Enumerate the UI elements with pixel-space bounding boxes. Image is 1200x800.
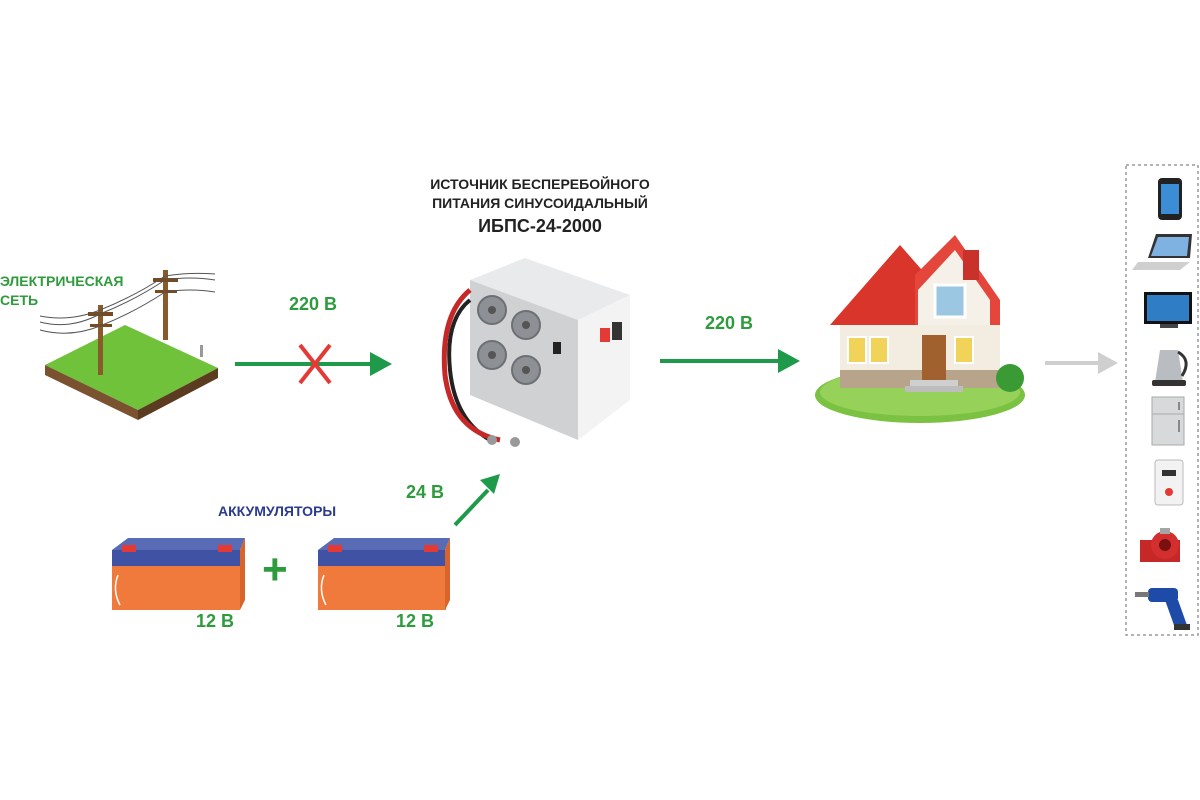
battery-1-voltage: 12 В [196,611,235,631]
ups-title-line1: ИСТОЧНИК БЕСПЕРЕБОЙНОГО [430,176,650,192]
appliances-box [1125,164,1199,636]
grid-voltage-label: 220 В [289,294,338,314]
output-voltage-label: 220 В [705,313,754,333]
batteries-label: АККУМУЛЯТОРЫ [218,503,337,519]
circulation-pump-icon [1140,528,1180,562]
battery-2-voltage: 12 В [396,611,435,631]
house-to-appliances-arrow [1045,352,1118,374]
battery-2-icon [318,538,450,610]
smartphone-icon [1158,178,1182,220]
blocked-cross-icon [298,343,332,385]
battery-1-icon [112,538,245,610]
ups-title-line2: ПИТАНИЯ СИНУСОИДАЛЬНЫЙ [432,195,648,211]
drill-icon [1135,588,1190,630]
power-grid-icon [39,270,218,420]
total-battery-voltage: 24 В [406,482,445,502]
ups-to-house-arrow [660,349,800,373]
grid-label-line1: ЭЛЕКТРИЧЕСКАЯ [0,273,124,289]
ups-model: ИБПС-24-2000 [478,216,602,236]
ups-device-icon [441,258,630,447]
water-heater-icon [1154,459,1184,506]
tv-icon [1144,292,1192,328]
kettle-icon [1152,350,1188,386]
plus-sign: + [262,545,288,594]
fridge-icon [1151,396,1185,446]
batteries-to-ups-arrow [453,474,500,527]
grid-to-ups-arrow [235,352,392,376]
house-icon [815,235,1025,423]
laptop-icon [1132,234,1192,270]
grid-label-line2: СЕТЬ [0,292,39,308]
